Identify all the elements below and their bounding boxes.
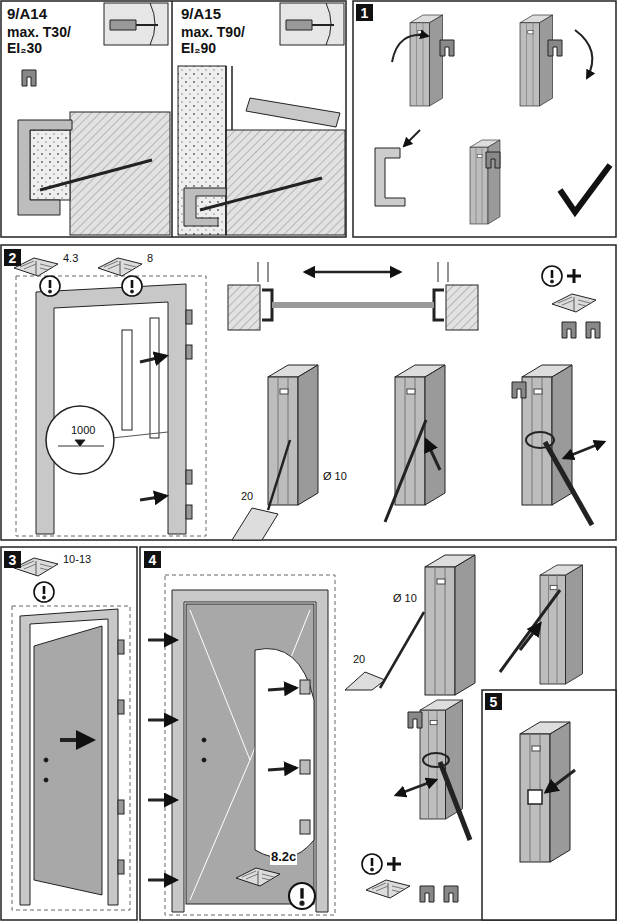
- fire-rating-label: 9/A14: [6, 5, 48, 22]
- panel-step-2: [1, 245, 616, 540]
- dimension-label: 4.3: [62, 252, 79, 265]
- panel-step-1: [353, 1, 616, 237]
- dimension-label: 20: [352, 653, 366, 666]
- dimension-label: 10-13: [62, 553, 92, 566]
- step-number-box: 4: [144, 551, 161, 568]
- dimension-label: 8: [146, 252, 154, 265]
- step-number: 3: [4, 553, 21, 567]
- panel-step-3: [1, 547, 137, 920]
- step-number: 2: [4, 251, 21, 265]
- step-number: 1: [356, 6, 373, 20]
- step-number-box: 2: [4, 249, 21, 266]
- step-number-box: 1: [356, 4, 373, 21]
- dimension-label: Ø 10: [392, 592, 418, 605]
- dimension-label: 1000: [70, 424, 96, 437]
- dimension-label: 8.2c: [270, 850, 297, 865]
- fire-rating-label: max. T90/ EI₂90: [180, 24, 260, 56]
- dimension-label: Ø 10: [322, 470, 348, 483]
- panel-step-4: [140, 547, 616, 920]
- step-number-box: 5: [485, 693, 502, 710]
- step-number: 4: [144, 553, 161, 567]
- step-number-box: 3: [4, 551, 21, 568]
- dimension-label: 20: [240, 490, 254, 503]
- fire-rating-label: max. T30/ EI₂30: [6, 24, 86, 56]
- panel-fire-rating: [1, 1, 346, 237]
- panel-step-5: [482, 690, 616, 920]
- step-number: 5: [485, 695, 502, 709]
- fire-rating-label: 9/A15: [180, 5, 222, 22]
